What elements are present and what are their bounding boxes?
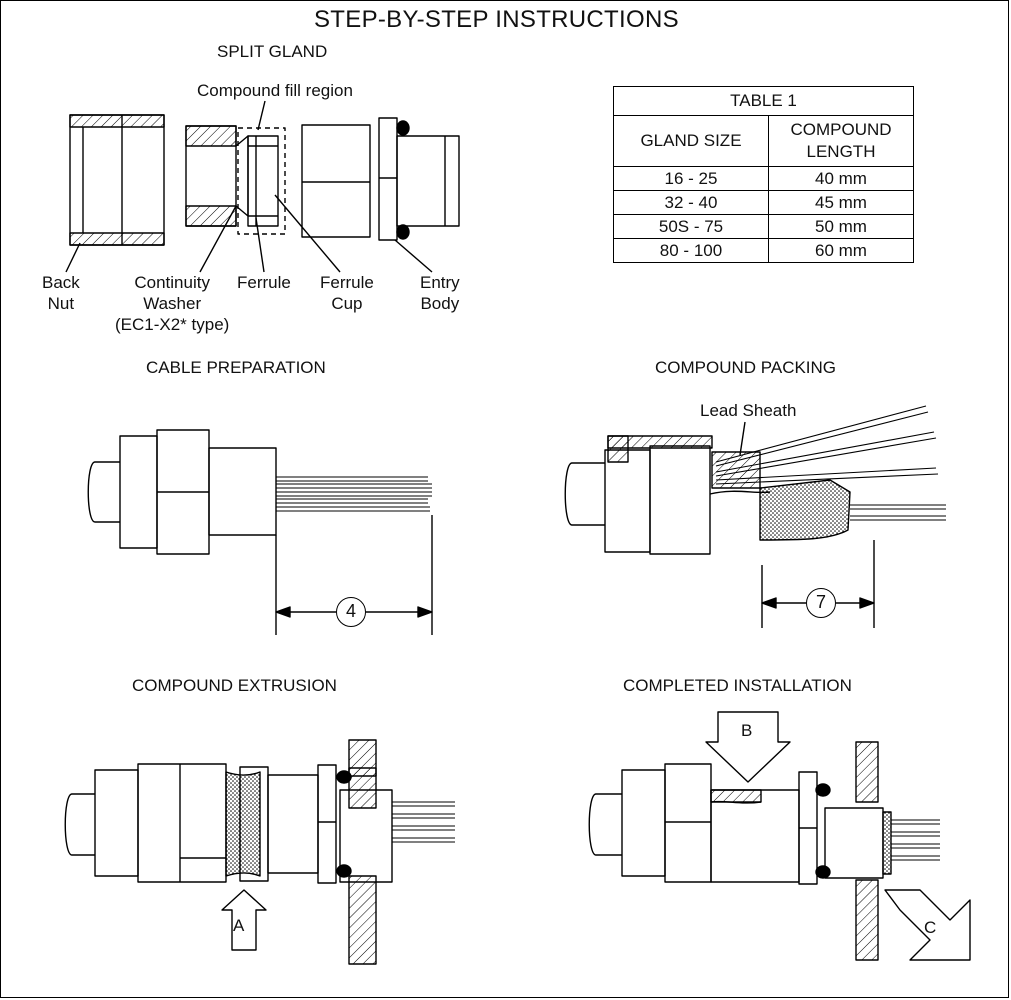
table-header-compound-length-text: COMPOUND LENGTH [790, 120, 892, 161]
section-cable-preparation: CABLE PREPARATION [146, 358, 326, 377]
table-header-gland-size: GLAND SIZE [613, 115, 769, 167]
back-nut-part [69, 114, 165, 246]
label-ferrule: Ferrule [237, 273, 291, 292]
cable-prep-assembly [87, 429, 433, 635]
arrow-c-shape [884, 889, 971, 961]
table-cell: 60 mm [768, 238, 914, 263]
table-header-compound-length: COMPOUND LENGTH [768, 115, 914, 167]
compound-packing-assembly [564, 405, 946, 628]
arrow-a-shape [221, 889, 267, 951]
arrow-b-shape [705, 711, 791, 783]
table-cell: 40 mm [768, 166, 914, 191]
ferrule-cup-part [301, 124, 371, 238]
section-compound-extrusion: COMPOUND EXTRUSION [132, 676, 337, 695]
continuity-washer-part [185, 125, 249, 227]
label-continuity-washer: Continuity Washer (EC1-X2* type) [115, 273, 230, 334]
label-compound-fill-region: Compound fill region [197, 81, 353, 100]
compound-length-table: TABLE 1 GLAND SIZE COMPOUND LENGTH 16 - … [613, 86, 914, 263]
compound-fill-region-outline [237, 127, 286, 235]
compound-extrusion-assembly [64, 739, 455, 965]
label-lead-sheath: Lead Sheath [700, 401, 797, 420]
arrow-label-c: C [924, 918, 937, 937]
entry-body-part [378, 117, 460, 241]
table-cell: 32 - 40 [613, 190, 769, 215]
arrow-label-a: A [233, 916, 245, 935]
page-title: STEP-BY-STEP INSTRUCTIONS [314, 6, 679, 33]
section-compound-packing: COMPOUND PACKING [655, 358, 837, 377]
table-cell: 80 - 100 [613, 238, 769, 263]
dimension-marker-4: 4 [336, 597, 366, 627]
arrow-label-b: B [741, 721, 753, 740]
section-completed-installation: COMPLETED INSTALLATION [623, 676, 852, 695]
ferrule-part [247, 135, 279, 227]
table-cell: 16 - 25 [613, 166, 769, 191]
completed-installation-assembly [588, 711, 971, 961]
section-split-gland: SPLIT GLAND [217, 42, 328, 61]
dimension-marker-7: 7 [806, 588, 836, 618]
